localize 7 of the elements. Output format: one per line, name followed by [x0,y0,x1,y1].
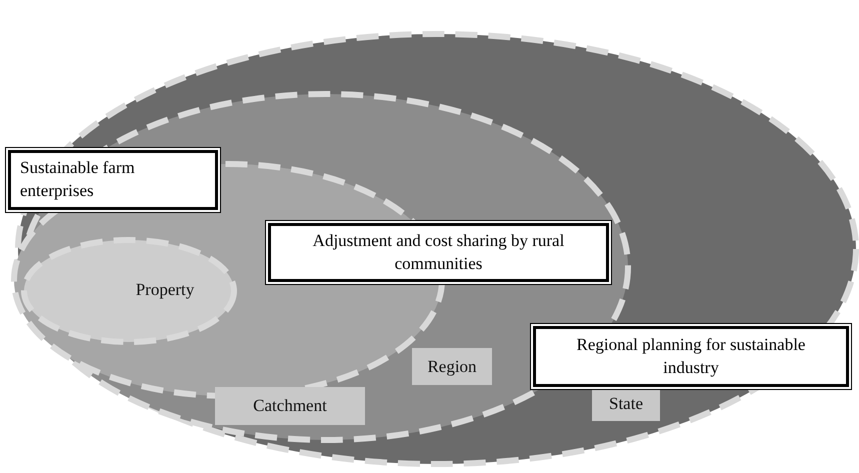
text-box: Adjustment and cost sharing by rural communities [265,220,612,285]
zone-label: Region [412,348,492,385]
zone-label: Property [134,279,196,301]
text-box: Regional planning for sustainable industry [530,323,852,390]
text-box: Sustainable farm enterprises [5,147,221,213]
zone-label: Catchment [215,387,365,425]
zone-label: State [592,387,660,421]
